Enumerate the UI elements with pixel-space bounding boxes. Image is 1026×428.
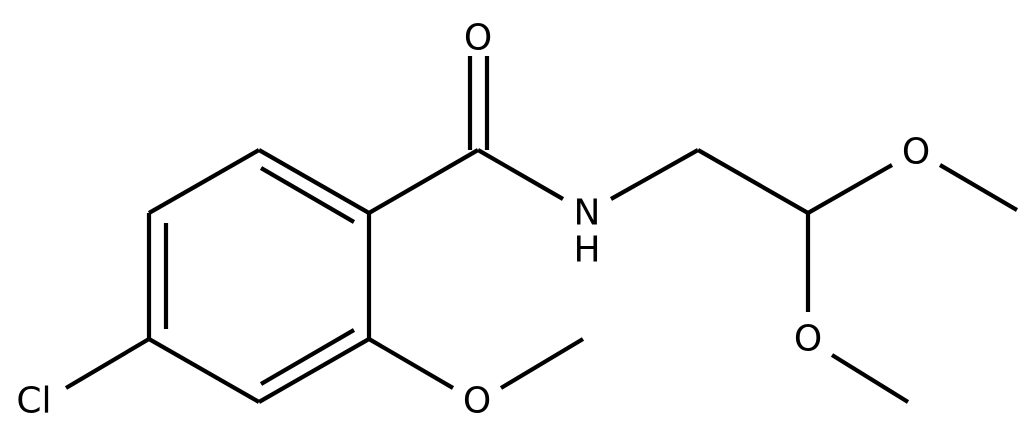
bond-o-aryl-methyl — [499, 337, 585, 390]
bond-ch2-ch — [696, 148, 810, 215]
bond-ring-c2-c3 — [147, 148, 261, 215]
bonds — [64, 56, 1019, 404]
bond-ring-c1-c2-inner — [259, 166, 356, 224]
bond-ring-carbonyl — [367, 148, 480, 215]
bond-o-lower-methyl — [830, 353, 910, 404]
bond-ring-c5-c6-inner — [259, 328, 356, 386]
amide-nitrogen-label: N — [574, 193, 601, 234]
bond-ch-o-upper — [806, 163, 894, 215]
bond-ring-c4-c5 — [147, 337, 261, 404]
carbonyl-oxygen-label: O — [464, 18, 492, 59]
chlorine-label: Cl — [16, 381, 51, 422]
bond-ring-cl — [64, 337, 151, 390]
bond-ring-c5-c6 — [257, 337, 371, 404]
amide-hydrogen-label: H — [573, 230, 600, 271]
bond-carbonyl-n — [476, 148, 565, 201]
bond-ring-o-aryl — [367, 337, 455, 390]
acetal-oxygen-lower-label: O — [794, 319, 822, 360]
bond-o-upper-methyl — [938, 163, 1019, 212]
atom-labels: O N H O O O Cl — [16, 18, 930, 422]
aryl-oxygen-label: O — [463, 381, 491, 422]
acetal-oxygen-upper-label: O — [902, 132, 930, 173]
bond-ring-c1-c2 — [257, 148, 371, 215]
bond-n-ch2 — [609, 148, 700, 201]
